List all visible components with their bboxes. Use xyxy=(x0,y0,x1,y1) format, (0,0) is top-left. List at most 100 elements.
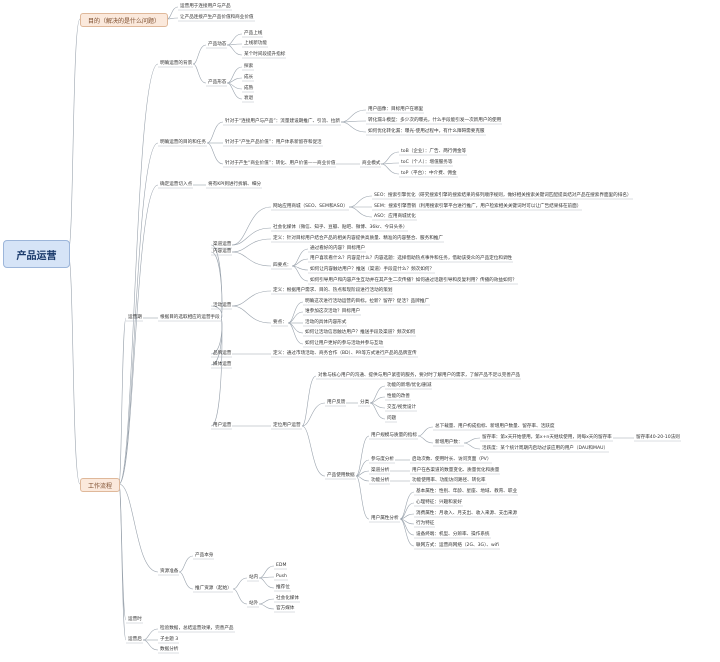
topic-w2c1a[interactable]: toB（企业）：广告、两行佣金等 xyxy=(401,149,467,154)
topic-w2a[interactable]: 针对于“连接用户与产品”：流量建设期推广、引流、拉新 xyxy=(225,119,341,124)
topic-ac0[interactable]: 定义：根据用户需求、目的、热点和现阶段进行活动的策划 xyxy=(273,288,393,293)
topic-us[interactable]: 用户运营 xyxy=(213,423,232,428)
topic-usf[interactable]: 用户反馈 xyxy=(327,400,346,405)
topic-ac1d[interactable]: 如何让活动信息触达用户？推送手段及渠道？频次如何 xyxy=(305,330,416,335)
topic-ud5b[interactable]: 心理特征：兴趣和爱好 xyxy=(416,500,462,505)
topic-w6b[interactable]: 子主题 3 xyxy=(160,637,179,642)
topic-md[interactable]: 媒体运营 xyxy=(213,362,232,367)
topic-ch1[interactable]: 网站应用商城（SEO、SEM和ASO） xyxy=(273,204,348,209)
topic-ud2[interactable]: 参与度分析 xyxy=(371,457,394,462)
topic-usf1d[interactable]: 问题 xyxy=(387,416,397,421)
topic-w3[interactable]: 确定运营切入点 xyxy=(160,182,193,187)
topic-rp2[interactable]: 推广资源（起始） xyxy=(195,586,232,591)
topic-w1b1[interactable]: 探索 xyxy=(244,64,254,69)
topic-ct0[interactable]: 定义：针对目标用户结合产品的相关内容提供高质量、精准的内容整合、服务和推广 xyxy=(273,236,443,241)
topic-w2a3[interactable]: 如何优化转化漏：曝光-使用过程中，有什么障碍需要克服 xyxy=(368,129,485,134)
topic-w1b[interactable]: 产品形态 xyxy=(208,80,227,85)
root-topic[interactable]: 产品运营 xyxy=(3,240,70,268)
topic-ac1c[interactable]: 活动的具体内容形式 xyxy=(305,320,347,325)
topic-br0[interactable]: 定义：通过市场活动、商务合作（BD）、PR等方式进行产品的品牌宣传 xyxy=(273,351,417,356)
topic-w2c1b[interactable]: toC（个人）：增值服务等 xyxy=(401,160,453,165)
topic-ud[interactable]: 产品使用数据 xyxy=(327,473,355,478)
topic-w1b4[interactable]: 衰退 xyxy=(244,96,254,101)
topic-ct1b[interactable]: 用户喜欢看什么？内容是什么？内容选题：选择借助热点事件和任务，借助该受众的产品定… xyxy=(310,256,513,261)
topic-rp1[interactable]: 产品本身 xyxy=(195,553,214,558)
topic-w2a1[interactable]: 用户画像：目标用户在哪里 xyxy=(368,107,424,112)
topic-ac1b[interactable]: 谁参加这次活动？目标用户 xyxy=(305,309,361,314)
topic-ac1a[interactable]: 明确这次进行活动运营的目标。拉新？留存？促活？品牌推广 xyxy=(305,299,430,304)
topic-ud4a[interactable]: 功能使用率、功能访问路径、转化率 xyxy=(412,478,486,483)
topic-w6c[interactable]: 数据分析 xyxy=(160,647,179,652)
topic-g2[interactable]: 让产品连接产生产品价值和商业价值 xyxy=(180,15,254,20)
topic-w5[interactable]: 运营时 xyxy=(128,617,142,622)
topic-ac[interactable]: 活动运营 xyxy=(213,303,232,308)
topic-w1a3[interactable]: 某个时间段提升指标 xyxy=(244,52,286,57)
topic-ch1c[interactable]: ASO：应用商城优化 xyxy=(374,214,416,219)
topic-ud1b[interactable]: 新增用户数： xyxy=(435,440,463,445)
topic-rp2a1[interactable]: EDM xyxy=(276,563,287,568)
topic-ct1d[interactable]: 如何引导用户和内容产生互动并在其产生二次传播？如何通过话题引导和反复利用？传播的… xyxy=(310,278,517,283)
topic-w3a[interactable]: 将有KPI到进行拆解、细分 xyxy=(208,182,262,187)
topic-ud2a[interactable]: 启动次数、使用时长、访问页面（PV） xyxy=(412,457,492,462)
topic-w1a[interactable]: 产品动态 xyxy=(208,42,227,47)
topic-rp2b1[interactable]: 社会化媒体 xyxy=(276,596,299,601)
topic-w1a2[interactable]: 上线新功能 xyxy=(244,41,267,46)
topic-ct1a[interactable]: 通过看好的内容？目标用户 xyxy=(310,246,366,251)
topic-w2b[interactable]: 针对于“产生产品价值”：用户体系新留存和促活 xyxy=(225,140,322,145)
topic-br[interactable]: 品牌运营 xyxy=(213,351,232,356)
topic-ud5[interactable]: 用户属性分析 xyxy=(371,516,399,521)
topic-w4[interactable]: 运营期 xyxy=(128,315,142,320)
topic-w1a1[interactable]: 产品上线 xyxy=(244,31,263,36)
topic-ch1b[interactable]: SEM：搜索引擎营销（利用搜索引擎平台进行推广，用户检索相关关键词时可以让广告结… xyxy=(374,204,582,209)
topic-w2[interactable]: 明确运营的目的和任务 xyxy=(160,140,206,145)
topic-ud5a[interactable]: 基本属性：性别、年龄、星座、地域、教育、职业 xyxy=(416,489,518,494)
topic-ct[interactable]: 内容运营 xyxy=(213,249,232,254)
topic-ct1[interactable]: 四要点： xyxy=(273,263,292,268)
topic-w2c[interactable]: 针对于产生“商业价值”：转化、用户价值——商业价值 xyxy=(225,161,336,166)
topic-rp2b[interactable]: 站外 xyxy=(249,601,259,606)
topic-ud1[interactable]: 用户规模与质量的指标 xyxy=(371,433,417,438)
topic-ch1a[interactable]: SEO：搜索引擎优化（研究搜索引擎的搜索结果的排列顺序规则，做好相关搜索关键词匹… xyxy=(374,193,632,198)
topic-w6a[interactable]: 检验数据，总结运营效果，完善产品 xyxy=(160,626,234,631)
topic-ud5e[interactable]: 设备终端：机型、分辨率、操作系统 xyxy=(416,532,490,537)
topic-ud1b1r[interactable]: 留存率40-20-10法则 xyxy=(636,435,680,440)
topic-w1b2[interactable]: 成长 xyxy=(244,75,254,80)
topic-ch2[interactable]: 社会化媒体（微信、知乎、豆瓣、贴吧、微博、36kr、今日头条） xyxy=(273,225,408,230)
topic-us1[interactable]: 对象与核心用户的沟通、提供与用户紧密的服务，要对时了解用户的需求，了解产品不足以… xyxy=(318,373,521,378)
topic-usf1c[interactable]: 交互/视觉设计 xyxy=(387,405,417,410)
topic-ud4[interactable]: 功能分析 xyxy=(371,478,390,483)
topic-ud5d[interactable]: 行为特征 xyxy=(416,521,435,526)
topic-rp[interactable]: 资源准备 xyxy=(160,569,179,574)
topic-ud3a[interactable]: 用户在各渠道的数量变化、质量优化和质量 xyxy=(412,468,500,473)
topic-w1b3[interactable]: 成熟 xyxy=(244,86,254,91)
topic-w6[interactable]: 运营后 xyxy=(128,637,142,642)
topic-usf1[interactable]: 分类 xyxy=(360,400,370,405)
topic-rp2a3[interactable]: 推荐位 xyxy=(276,585,290,590)
topic-usf1a[interactable]: 功能的新增/优化/删减 xyxy=(387,383,432,388)
topic-g1[interactable]: 运营用于连接用户与产品 xyxy=(180,4,231,9)
topic-w4a[interactable]: 根据目的选取相应的运营手段 xyxy=(160,315,220,320)
topic-ud5f[interactable]: 联网方式：运营商网络（2G、3G）、wifi xyxy=(416,543,499,548)
topic-ac1[interactable]: 要点： xyxy=(273,320,287,325)
topic-ct1c[interactable]: 如何让内容触达用户？推送（渠道）手段是什么？频次如何？ xyxy=(310,267,435,272)
topic-ac1e[interactable]: 如何让用户更好的参与活动并参与互动 xyxy=(305,341,384,346)
topic-usf1b[interactable]: 性能的改善 xyxy=(387,394,410,399)
connector-line xyxy=(369,385,386,404)
topic-rp2a[interactable]: 站内 xyxy=(249,575,259,580)
topic-ud1b1[interactable]: 留存率：第x天开始使用，第x+n天继续使用，则每x天的留存率 xyxy=(482,435,612,440)
connector-line xyxy=(355,475,370,520)
topic-ch[interactable]: 渠道运营 xyxy=(213,242,232,247)
topic-ud1b2[interactable]: 活跃度：某个统计周期内启动过该应用的用户（DAU和MAU） xyxy=(482,446,609,451)
topic-ud5c[interactable]: 消费属性：月收入、月支出、收入来源、支出来源 xyxy=(416,511,518,516)
topic-ud3[interactable]: 渠道分析 xyxy=(371,468,390,473)
topic-rp2b2[interactable]: 官方媒体 xyxy=(276,606,295,611)
main-topic-goal[interactable]: 目的（解决的是什么问题） xyxy=(80,13,168,27)
topic-rp2a2[interactable]: Push xyxy=(276,574,287,579)
main-topic-workflow[interactable]: 工作流程 xyxy=(80,478,120,492)
topic-ud1a[interactable]: 总下载量、用户构成指标、新增用户数量、留存率、活跃度 xyxy=(435,424,555,429)
topic-us0[interactable]: 定位用户运营 xyxy=(273,423,301,428)
topic-w2c1c[interactable]: toP（平台）：中介费、佣金 xyxy=(401,171,457,176)
topic-w2a2[interactable]: 转化漏斗模型：多少次的曝光，什么手段能引发一次新用户的使用 xyxy=(368,118,502,123)
topic-w2c1[interactable]: 商业模式 xyxy=(362,161,381,166)
topic-w1[interactable]: 明确运营的背景 xyxy=(160,61,193,66)
